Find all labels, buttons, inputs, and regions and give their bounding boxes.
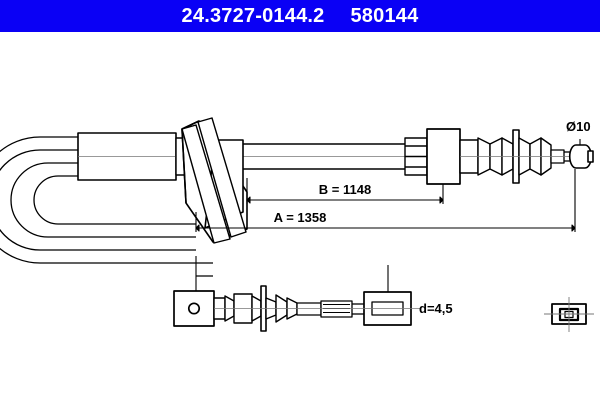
lower-cable-run (196, 262, 213, 277)
clip-detail-crosshair (544, 297, 594, 332)
title-bar: 24.3727-0144.2 580144 (0, 0, 600, 32)
reference-number-label: 580144 (350, 5, 419, 27)
lower-threaded-section (320, 300, 353, 318)
label-dimension-b: B = 1148 (319, 182, 371, 197)
center-boot-outline (181, 120, 200, 204)
right-body-block (426, 128, 461, 185)
label-diameter-d: d=4,5 (419, 301, 453, 316)
label-diameter-10: Ø10 (566, 119, 591, 134)
center-boot-ribs (181, 117, 247, 244)
technical-drawing: Ø10 B = 1148 A = 1358 d=4,5 (0, 32, 600, 400)
dimension-a-line (195, 169, 576, 232)
label-dimension-a: A = 1358 (274, 210, 327, 225)
cable-sheath-outer (0, 136, 196, 264)
right-threaded-collar (404, 137, 428, 176)
upper-cable-run (243, 143, 405, 170)
lower-eye-block (173, 290, 215, 327)
part-number-label: 24.3727-0144.2 (181, 5, 325, 27)
dimension-b-line (246, 178, 444, 204)
right-end-cap (568, 144, 594, 169)
